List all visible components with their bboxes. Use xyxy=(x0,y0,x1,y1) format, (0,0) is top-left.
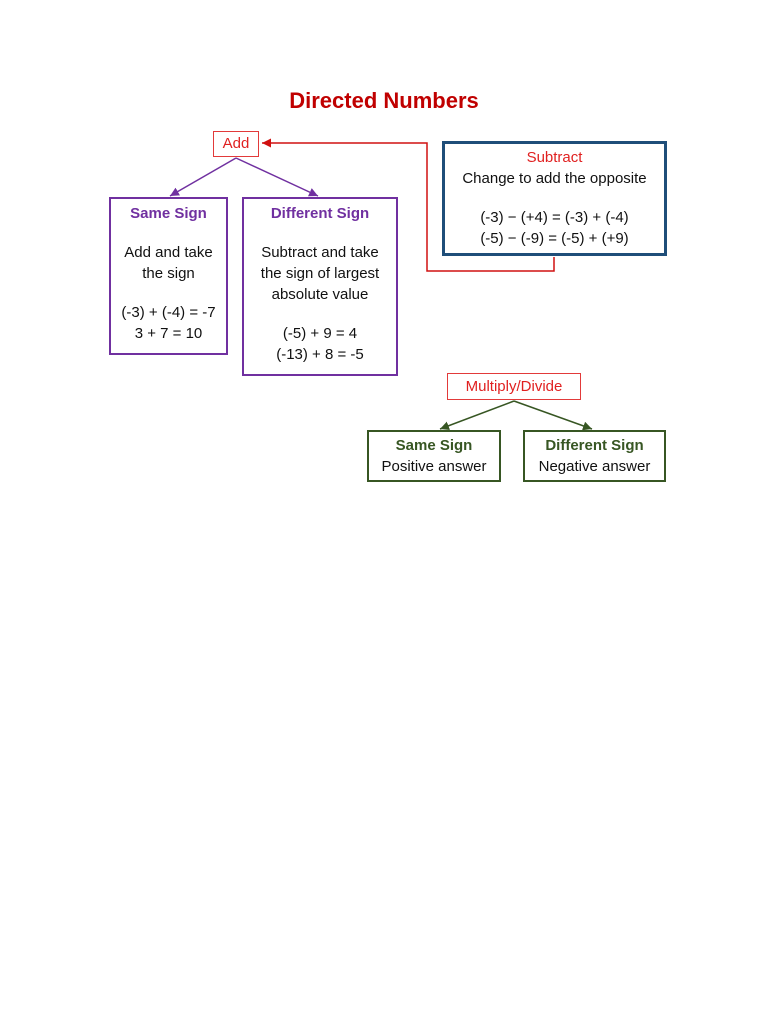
subtract-box: Subtract Change to add the opposite (-3)… xyxy=(442,141,667,256)
multiply-different-sign-rule: Negative answer xyxy=(538,458,651,475)
add-node: Add xyxy=(213,131,259,157)
page-title: Directed Numbers xyxy=(289,88,479,113)
add-same-sign-box: Same Sign Add and take the sign (-3) + (… xyxy=(109,197,228,355)
multiply-different-sign-box: Different Sign Negative answer xyxy=(523,430,666,482)
multiply-divide-node: Multiply/Divide xyxy=(447,373,581,400)
add-same-sign-rule-line: the sign xyxy=(142,265,195,282)
add-different-sign-rule-line: absolute value xyxy=(271,286,369,303)
multiply-same-sign-heading: Same Sign xyxy=(395,437,473,454)
add-same-sign-example: (-3) + (-4) = -7 xyxy=(121,304,216,321)
subtract-example: (-5) − (-9) = (-5) + (+9) xyxy=(480,230,629,247)
add-same-sign-heading: Same Sign xyxy=(130,205,207,222)
add-label: Add xyxy=(222,135,250,152)
muldiv-to-different-sign-arrow xyxy=(513,400,593,431)
multiply-divide-label: Multiply/Divide xyxy=(465,378,563,395)
subtract-heading: Subtract xyxy=(526,149,583,166)
add-different-sign-example: (-13) + 8 = -5 xyxy=(276,346,364,363)
add-different-sign-box: Different Sign Subtract and take the sig… xyxy=(242,197,398,376)
add-same-sign-rule-line: Add and take xyxy=(124,244,213,261)
add-different-sign-rule-line: the sign of largest xyxy=(260,265,380,282)
subtract-rule: Change to add the opposite xyxy=(462,170,647,187)
multiply-same-sign-box: Same Sign Positive answer xyxy=(367,430,501,482)
subtract-example: (-3) − (+4) = (-3) + (-4) xyxy=(480,209,629,226)
multiply-different-sign-heading: Different Sign xyxy=(545,437,644,454)
add-different-sign-rule-line: Subtract and take xyxy=(261,244,379,261)
multiply-same-sign-rule: Positive answer xyxy=(381,458,487,475)
add-different-sign-example: (-5) + 9 = 4 xyxy=(282,325,358,342)
add-same-sign-example: 3 + 7 = 10 xyxy=(134,325,203,342)
muldiv-to-same-sign-arrow xyxy=(439,400,515,431)
add-to-different-sign-arrow xyxy=(235,157,319,197)
add-to-same-sign-arrow xyxy=(169,157,237,197)
add-different-sign-heading: Different Sign xyxy=(270,205,370,222)
